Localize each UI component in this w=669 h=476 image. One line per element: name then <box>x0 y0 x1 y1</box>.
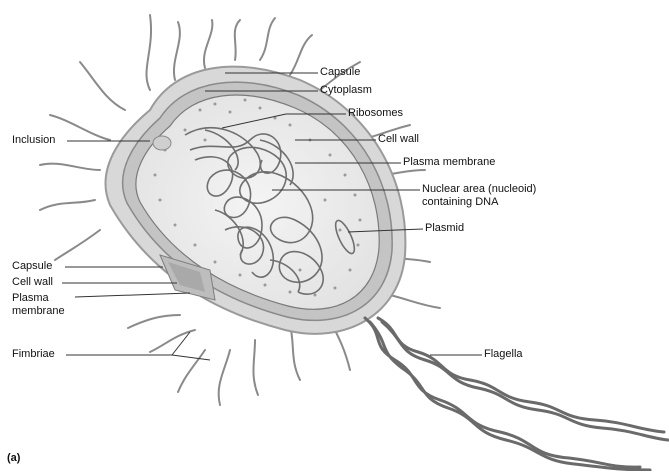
label-plasma-membrane: Plasma membrane <box>403 156 495 169</box>
label-capsule: Capsule <box>320 66 360 79</box>
label-inclusion: Inclusion <box>12 134 55 147</box>
flagella-group <box>365 318 668 470</box>
label-cell-wall: Cell wall <box>378 133 419 146</box>
label-fimbriae: Fimbriae <box>12 348 55 361</box>
label-nuclear-area: Nuclear area (nucleoid) containing DNA <box>422 183 536 209</box>
label-plasmid: Plasmid <box>425 222 464 235</box>
inclusion-body <box>153 136 171 150</box>
panel-letter: (a) <box>7 452 20 464</box>
label-ribosomes: Ribosomes <box>348 107 403 120</box>
label-flagella: Flagella <box>484 348 523 361</box>
label-capsule-left: Capsule <box>12 260 52 273</box>
label-cytoplasm: Cytoplasm <box>320 84 372 97</box>
label-cell-wall-left: Cell wall <box>12 276 53 289</box>
label-plasma-membrane-left: Plasma membrane <box>12 292 65 318</box>
